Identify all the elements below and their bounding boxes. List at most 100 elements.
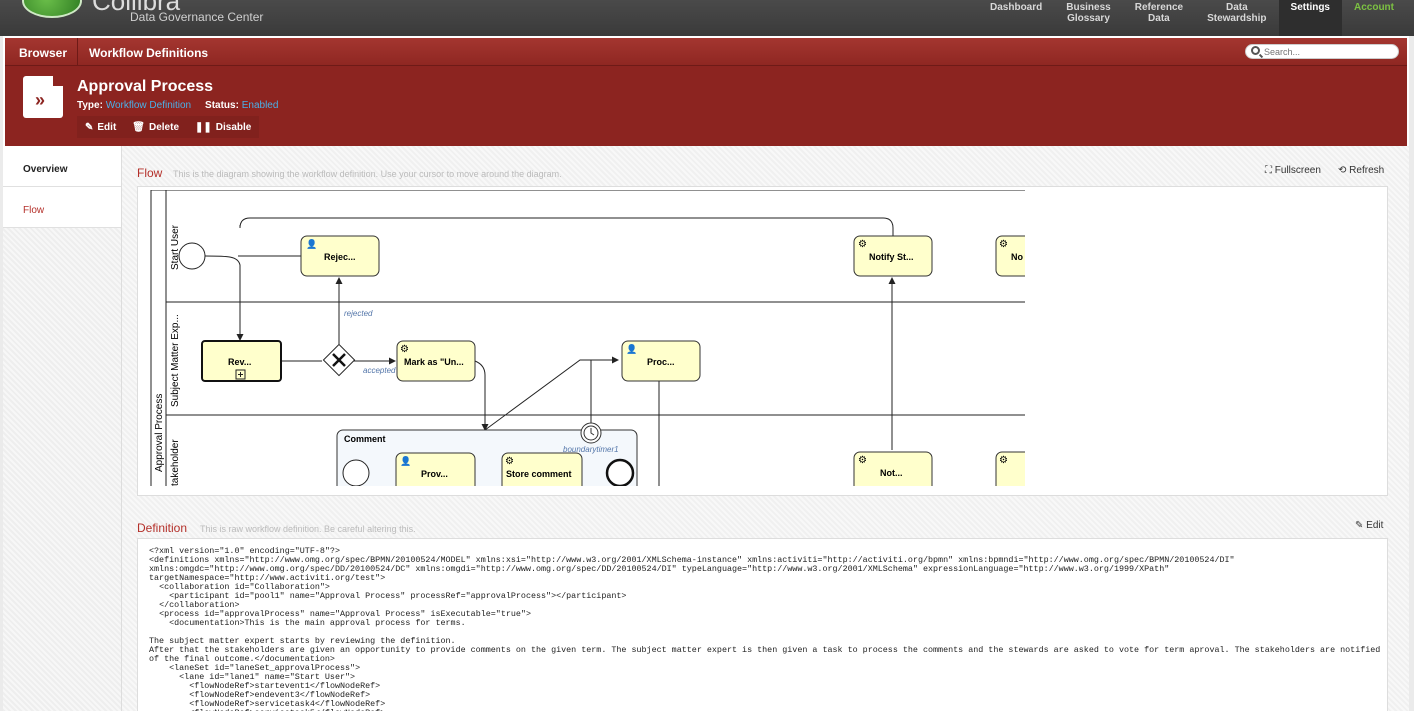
nav-dashboard[interactable]: Dashboard [990, 2, 1043, 13]
top-navigation: Dashboard Business Glossary Reference Da… [978, 0, 1406, 36]
nav-account[interactable]: Account [1354, 2, 1394, 13]
definition-edit-button[interactable]: ✎ Edit [1355, 520, 1383, 531]
user-task-icon: 👤 [400, 455, 411, 466]
timer-label: boundarytimer1 [563, 445, 619, 454]
nav-data-stewardship[interactable]: Data Stewardship [1207, 2, 1267, 24]
code-line: After that the stakeholders are given an… [149, 645, 1381, 655]
xml-definition: <?xml version="1.0" encoding="UTF-8"?><d… [149, 547, 1384, 711]
svg-text:Store comment: Store comment [506, 469, 572, 479]
nav-settings[interactable]: Settings [1278, 0, 1342, 36]
nav-business-glossary[interactable]: Business Glossary [1066, 2, 1111, 24]
refresh-button[interactable]: ⟲ Refresh [1338, 165, 1384, 176]
brand-subtitle: Data Governance Center [130, 10, 264, 24]
edit-label: Edit [97, 121, 117, 133]
leftnav-flow[interactable]: Flow [3, 187, 121, 228]
service-task-gear-icon: ⚙ [858, 455, 867, 466]
code-line: <flowNodeRef>servicetask4</flowNodeRef> [149, 699, 386, 709]
task-reject[interactable]: 👤 Rejec... [300, 235, 380, 277]
flow-label-accepted: accepted [363, 366, 396, 375]
svg-text:Not...: Not... [880, 468, 903, 478]
task-process[interactable]: 👤 Proc... [621, 340, 701, 382]
svg-text:No: No [1011, 252, 1023, 262]
exclusive-gateway[interactable] [322, 343, 356, 377]
service-task-gear-icon: ⚙ [505, 456, 514, 467]
main-content: Flow This is the diagram showing the wor… [122, 146, 1409, 711]
task-store-comment[interactable]: ⚙ Store comment [501, 452, 583, 486]
search-icon [1251, 46, 1260, 55]
leftnav-overview[interactable]: Overview [3, 146, 121, 187]
pause-icon: ❚❚ [195, 121, 212, 133]
edit-button[interactable]: ✎Edit [77, 116, 124, 138]
status-label: Status: [205, 100, 239, 111]
subprocess-end-event[interactable] [605, 458, 635, 486]
code-line: <documentation>This is the main approval… [149, 618, 466, 628]
task-provide[interactable]: 👤 Prov... [395, 452, 476, 486]
workflow-document-icon: » [23, 76, 63, 118]
bpmn-diagram[interactable]: Approval Process Start User Subject Matt… [148, 190, 1025, 486]
definition-section-description: This is raw workflow definition. Be care… [200, 524, 416, 534]
flow-section-title: Flow [137, 166, 163, 180]
breadcrumb-browser[interactable]: Browser [19, 46, 68, 60]
task-mark-as[interactable]: ⚙ Mark as "Un... [396, 340, 476, 382]
svg-text:Proc...: Proc... [647, 357, 675, 367]
refresh-label: Refresh [1349, 165, 1385, 176]
user-task-icon: 👤 [626, 343, 637, 354]
code-line: <participant id="pool1" name="Approval P… [149, 591, 627, 601]
definition-code-panel[interactable]: <?xml version="1.0" encoding="UTF-8"?><d… [137, 538, 1388, 711]
collibra-logo-icon[interactable] [22, 0, 82, 18]
user-task-icon: 👤 [306, 238, 317, 249]
leftnav-background [3, 228, 121, 711]
page-title: Approval Process [77, 78, 214, 95]
code-line: <flowNodeRef>startevent1</flowNodeRef> [149, 681, 381, 691]
flow-diagram-panel[interactable]: Approval Process Start User Subject Matt… [137, 186, 1388, 496]
definition-section-title: Definition [137, 521, 188, 535]
type-value-link[interactable]: Workflow Definition [105, 100, 192, 111]
svg-text:Rev...: Rev... [228, 357, 251, 367]
status-value-link[interactable]: Enabled [241, 100, 279, 111]
service-task-gear-icon: ⚙ [999, 455, 1008, 466]
code-line: <laneSet id="laneSet_approvalProcess"> [149, 663, 361, 673]
task-notify-cutoff[interactable]: ⚙ No [995, 235, 1025, 277]
delete-button[interactable]: 🗑Delete [124, 116, 187, 138]
asset-header: Browser Workflow Definitions » Approval … [3, 36, 1409, 146]
fullscreen-button[interactable]: ⛶ Fullscreen [1265, 165, 1321, 176]
boundary-timer-event[interactable] [580, 422, 602, 444]
task-cutoff-2[interactable]: ⚙ [995, 451, 1025, 486]
subprocess-expand-icon [235, 369, 246, 380]
code-line: <definitions xmlns="http://www.omg.org/s… [149, 555, 1235, 565]
lane-label-stakeholder: takeholder [170, 439, 181, 486]
disable-label: Disable [215, 121, 252, 133]
task-notify-stakeholders[interactable]: ⚙ Not... [853, 451, 933, 486]
subprocess-start-event[interactable] [342, 459, 370, 486]
fullscreen-label: Fullscreen [1274, 165, 1321, 176]
definition-edit-label: Edit [1366, 520, 1384, 531]
svg-text:Notify St...: Notify St... [869, 252, 914, 262]
search-input[interactable] [1264, 46, 1394, 58]
disable-button[interactable]: ❚❚Disable [187, 116, 259, 138]
lane-label-start-user: Start User [170, 224, 181, 270]
flow-label-rejected: rejected [344, 309, 373, 318]
brand-name: Collibra [92, 0, 181, 16]
type-label: Type: [77, 100, 103, 111]
service-task-gear-icon: ⚙ [858, 239, 867, 250]
code-line: <flowNodeRef>endevent3</flowNodeRef> [149, 690, 371, 700]
task-notify-start-user[interactable]: ⚙ Notify St... [853, 235, 933, 277]
code-line: <lane id="lane1" name="Start User"> [149, 672, 356, 682]
breadcrumb: Browser Workflow Definitions [5, 38, 1407, 66]
task-review[interactable]: Rev... [201, 340, 282, 382]
trash-icon: 🗑 [132, 121, 145, 133]
action-bar: ✎Edit 🗑Delete ❚❚Disable [77, 116, 260, 138]
code-line: <collaboration id="Collaboration"> [149, 582, 330, 592]
pool-label: Approval Process [154, 394, 165, 472]
code-line: </collaboration> [149, 600, 240, 610]
lane-label-sme: Subject Matter Exp... [170, 314, 181, 407]
start-event[interactable] [178, 242, 206, 270]
nav-reference-data[interactable]: Reference Data [1134, 2, 1184, 24]
search-box[interactable] [1245, 44, 1399, 59]
service-task-gear-icon: ⚙ [999, 239, 1008, 250]
pencil-icon: ✎ [85, 121, 94, 133]
breadcrumb-workflow-definitions[interactable]: Workflow Definitions [89, 46, 209, 60]
code-line: The subject matter expert starts by revi… [149, 636, 456, 646]
code-line: xmlns:omgdc="http://www.omg.org/spec/DD/… [149, 564, 1170, 574]
asset-meta: Type: Workflow Definition Status: Enable… [77, 100, 278, 111]
